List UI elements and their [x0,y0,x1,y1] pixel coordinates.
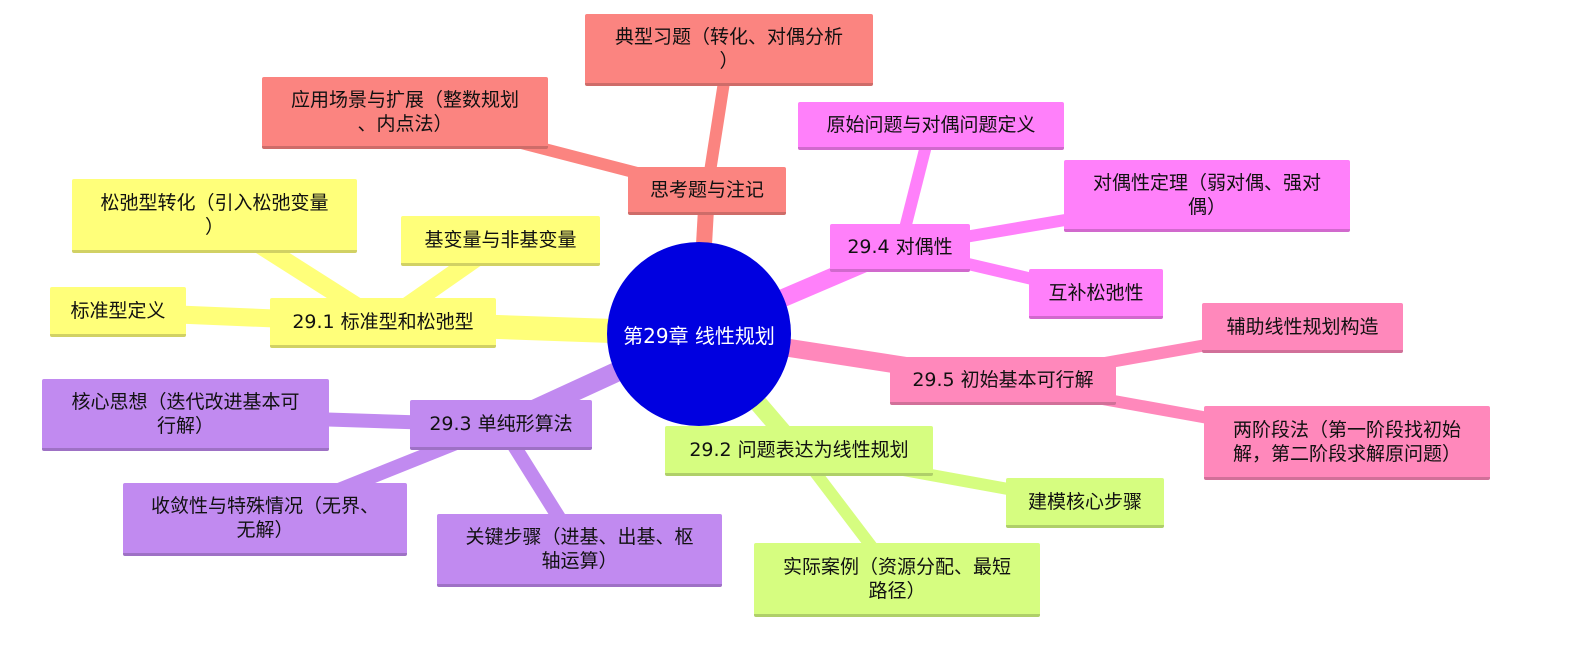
leaf-node-b4-0-label: 原始问题与对偶问题定义 [826,113,1036,136]
branch-node-b2-label: 29.2 问题表达为线性规划 [689,438,909,461]
branch-node-b4-label: 29.4 对偶性 [847,235,953,258]
branch-node-b2[interactable]: 29.2 问题表达为线性规划 [665,426,933,476]
leaf-node-b1-0-label: 松弛型转化（引入松弛变量 ） [100,191,329,238]
branch-node-b6[interactable]: 思考题与注记 [628,167,786,215]
leaf-node-b1-2[interactable]: 标准型定义 [50,287,186,337]
branch-node-b3[interactable]: 29.3 单纯形算法 [410,400,592,450]
leaf-node-b2-1-label: 建模核心步骤 [1027,490,1142,513]
leaf-node-b3-1[interactable]: 收敛性与特殊情况（无界、 无解） [123,483,407,556]
leaf-node-b4-2[interactable]: 互补松弛性 [1029,269,1163,319]
leaf-node-b6-0[interactable]: 典型习题（转化、对偶分析 ） [585,14,873,86]
leaf-node-b5-1[interactable]: 两阶段法（第一阶段找初始 解，第二阶段求解原问题） [1204,406,1490,480]
leaf-node-b2-0[interactable]: 实际案例（资源分配、最短 路径） [754,543,1040,617]
center-topic-label: 第29章 线性规划 [623,323,775,348]
leaf-node-b4-2-label: 互补松弛性 [1048,281,1144,304]
leaf-node-b1-1-label: 基变量与非基变量 [424,228,577,251]
leaf-node-b4-1-label: 对偶性定理（弱对偶、强对 偶） [1092,171,1321,218]
leaf-node-b1-1[interactable]: 基变量与非基变量 [401,216,600,266]
leaf-node-b3-2-label: 关键步骤（进基、出基、枢 轴运算） [465,526,694,572]
branch-node-b4[interactable]: 29.4 对偶性 [830,224,970,272]
branch-node-b1-label: 29.1 标准型和松弛型 [292,310,474,333]
branch-node-b1[interactable]: 29.1 标准型和松弛型 [270,298,496,348]
leaf-node-b1-2-label: 标准型定义 [70,299,166,322]
center-topic[interactable]: 第29章 线性规划 [607,242,791,426]
leaf-node-b5-0-label: 辅助线性规划构造 [1226,315,1379,338]
leaf-node-b2-1[interactable]: 建模核心步骤 [1006,478,1164,528]
leaf-node-b6-1-label: 应用场景与扩展（整数规划 、内点法） [290,88,519,135]
leaf-node-b3-0[interactable]: 核心思想（迭代改进基本可 行解） [42,379,329,451]
branch-node-b5-label: 29.5 初始基本可行解 [912,368,1094,391]
leaf-node-b4-1[interactable]: 对偶性定理（弱对偶、强对 偶） [1064,160,1350,232]
branch-node-b6-label: 思考题与注记 [649,178,764,201]
leaf-node-b5-0[interactable]: 辅助线性规划构造 [1202,303,1403,353]
branch-node-b5[interactable]: 29.5 初始基本可行解 [890,357,1116,405]
leaf-node-b3-0-label: 核心思想（迭代改进基本可 行解） [71,390,300,437]
leaf-node-b4-0[interactable]: 原始问题与对偶问题定义 [798,102,1064,150]
leaf-node-b5-1-label: 两阶段法（第一阶段找初始 解，第二阶段求解原问题） [1232,418,1461,465]
leaf-node-b6-0-label: 典型习题（转化、对偶分析 ） [614,25,843,72]
leaf-node-b6-1[interactable]: 应用场景与扩展（整数规划 、内点法） [262,77,548,149]
leaf-node-b1-0[interactable]: 松弛型转化（引入松弛变量 ） [72,179,357,253]
leaf-node-b3-2[interactable]: 关键步骤（进基、出基、枢 轴运算） [437,514,722,587]
branch-node-b3-label: 29.3 单纯形算法 [429,412,573,435]
leaf-node-b3-1-label: 收敛性与特殊情况（无界、 无解） [150,495,379,541]
leaf-node-b2-0-label: 实际案例（资源分配、最短 路径） [782,555,1011,602]
